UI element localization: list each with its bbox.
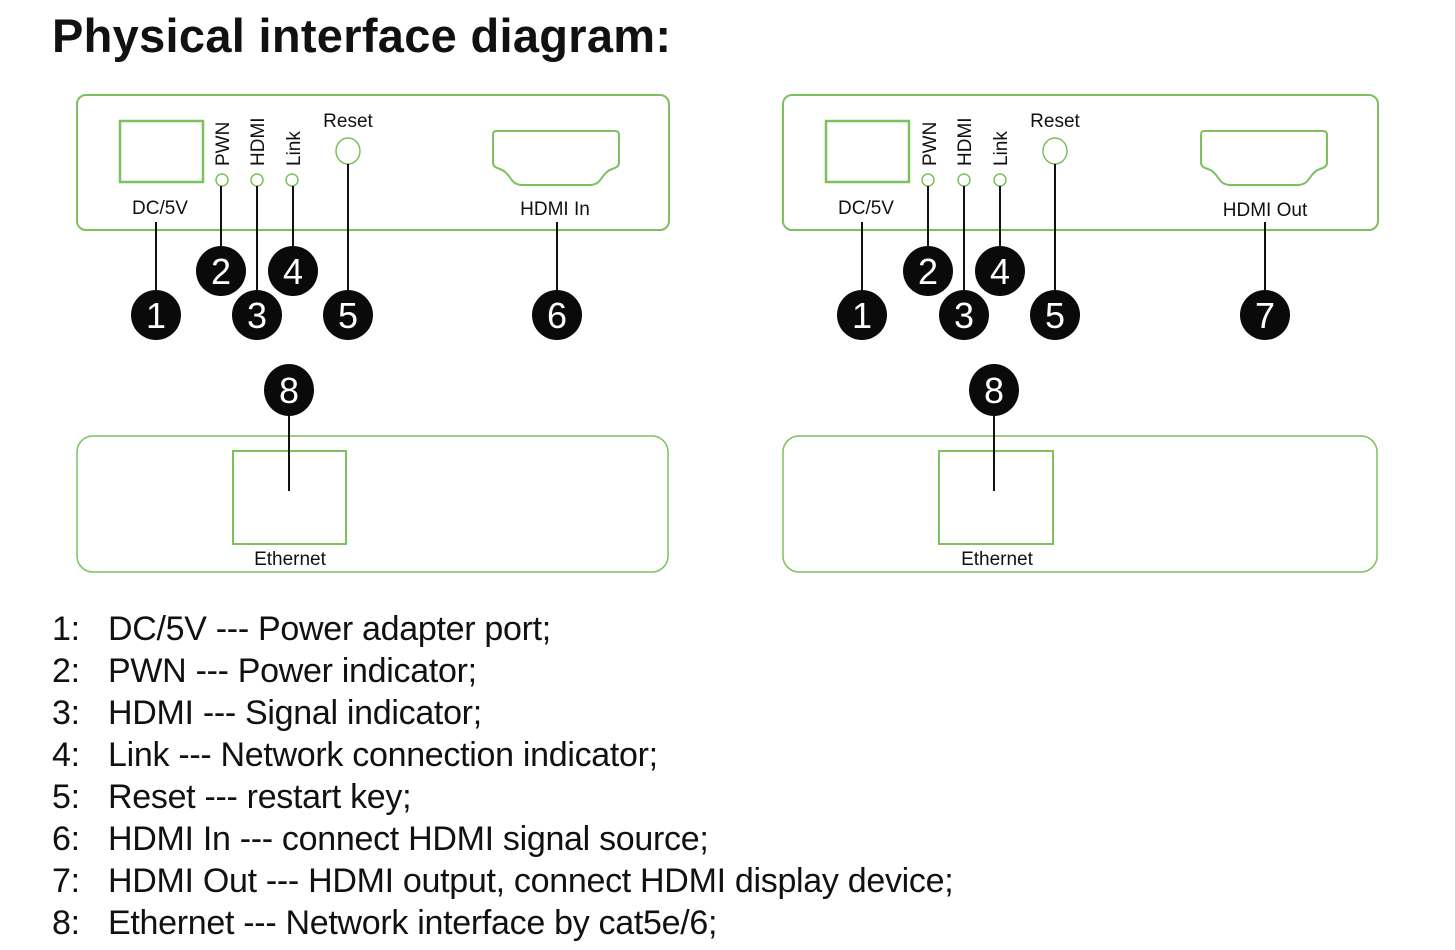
dc-power-port <box>118 119 205 184</box>
link-led-label: Link <box>991 131 1012 166</box>
pwn-led-icon <box>215 173 229 187</box>
callout-badge-1: 1 <box>837 290 887 340</box>
hdmi-led-label: HDMI <box>248 117 269 166</box>
hdmi-out-label: HDMI Out <box>1223 200 1308 221</box>
leader-lines <box>155 164 558 292</box>
callout-badge-4: 4 <box>268 246 318 296</box>
legend-item: 2: PWN --- Power indicator; <box>52 650 953 692</box>
legend-text: HDMI --- Signal indicator; <box>108 694 482 732</box>
svg-text:5: 5 <box>338 295 358 336</box>
callout-badge-2: 2 <box>903 246 953 296</box>
callout-badge-1: 1 <box>131 290 181 340</box>
legend-number: 5: <box>52 778 80 816</box>
legend-number: 2: <box>52 652 80 690</box>
ethernet-label: Ethernet <box>254 549 327 570</box>
panel-outline <box>782 435 1378 573</box>
callout-badge-8: 8 <box>264 364 314 416</box>
svg-text:4: 4 <box>990 251 1010 292</box>
hdmi-out-port-icon <box>1200 130 1328 186</box>
reset-button-icon <box>1042 137 1068 165</box>
legend-item: 8: Ethernet --- Network interface by cat5… <box>52 902 953 944</box>
svg-text:6: 6 <box>547 295 567 336</box>
legend-list: 1: DC/5V --- Power adapter port; 2: PWN --… <box>52 608 954 944</box>
legend-number: 7: <box>52 862 80 900</box>
reset-label: Reset <box>1030 111 1080 132</box>
callout-badge-6: 6 <box>532 290 582 340</box>
dc-port-label: DC/5V <box>838 198 894 219</box>
panel-outline <box>782 94 1379 231</box>
legend-item: 1: DC/5V --- Power adapter port; <box>52 608 953 650</box>
receiver-front-panel: DC/5V PWN HDMI Link Reset HDMI Out 1 2 3… <box>782 94 1379 340</box>
svg-text:4: 4 <box>283 251 303 292</box>
hdmi-in-label: HDMI In <box>520 199 590 220</box>
legend-number: 1: <box>52 610 80 648</box>
pwn-led-icon <box>921 173 935 187</box>
svg-text:3: 3 <box>247 295 267 336</box>
leader-lines <box>861 164 1266 292</box>
svg-text:8: 8 <box>984 370 1004 411</box>
dc-power-port <box>824 119 911 184</box>
legend-text: Reset --- restart key; <box>108 778 412 816</box>
receiver-back-panel: 8 Ethernet <box>782 364 1378 573</box>
legend-text: HDMI Out --- HDMI output, connect HDMI d… <box>108 862 954 900</box>
panel-outline <box>76 435 669 573</box>
legend-number: 8: <box>52 904 80 942</box>
link-led-label: Link <box>284 131 305 166</box>
svg-text:2: 2 <box>211 251 231 292</box>
legend-number: 4: <box>52 736 80 774</box>
dc-port-label: DC/5V <box>132 198 188 219</box>
svg-text:1: 1 <box>852 295 872 336</box>
ethernet-port-icon <box>938 450 1054 545</box>
interface-diagram: DC/5V PWN HDMI Link Reset HDMI In 1 2 3 … <box>76 94 1379 573</box>
hdmi-led-icon <box>957 173 971 187</box>
transmitter-front-panel: DC/5V PWN HDMI Link Reset HDMI In 1 2 3 … <box>76 94 670 340</box>
svg-text:8: 8 <box>279 370 299 411</box>
legend-item: 7: HDMI Out --- HDMI output, connect HDMI… <box>52 860 954 902</box>
panel-outline <box>76 94 670 231</box>
ethernet-label: Ethernet <box>961 549 1034 570</box>
reset-label: Reset <box>323 111 373 132</box>
svg-text:7: 7 <box>1255 295 1275 336</box>
reset-button-icon <box>335 137 361 165</box>
callout-badge-5: 5 <box>1030 290 1080 340</box>
svg-text:2: 2 <box>918 251 938 292</box>
pwn-led-label: PWN <box>920 122 941 166</box>
svg-text:3: 3 <box>954 295 974 336</box>
legend-item: 3: HDMI --- Signal indicator; <box>52 692 953 734</box>
callout-badge-8: 8 <box>969 364 1019 416</box>
callout-badge-3: 3 <box>939 290 989 340</box>
link-led-icon <box>285 173 299 187</box>
callout-badge-5: 5 <box>323 290 373 340</box>
link-led-icon <box>993 173 1007 187</box>
legend-number: 3: <box>52 694 80 732</box>
page-title: Physical interface diagram: <box>52 9 672 62</box>
legend-item: 5: Reset --- restart key; <box>52 776 953 818</box>
transmitter-back-panel: 8 Ethernet <box>76 364 669 573</box>
legend-text: Link --- Network connection indicator; <box>108 736 658 774</box>
callout-badge-3: 3 <box>232 290 282 340</box>
hdmi-in-port-icon <box>492 130 620 186</box>
hdmi-led-icon <box>250 173 264 187</box>
legend-item: 6: HDMI In --- connect HDMI signal source… <box>52 818 953 860</box>
svg-text:5: 5 <box>1045 295 1065 336</box>
legend-text: HDMI In --- connect HDMI signal source; <box>108 820 709 858</box>
legend-item: 4: Link --- Network connection indicator; <box>52 734 953 776</box>
svg-text:1: 1 <box>146 295 166 336</box>
callout-badge-7: 7 <box>1240 290 1290 340</box>
legend-text: DC/5V --- Power adapter port; <box>108 610 551 648</box>
callout-badge-2: 2 <box>196 246 246 296</box>
legend-text: Ethernet --- Network interface by cat5e/… <box>108 904 718 942</box>
legend-number: 6: <box>52 820 80 858</box>
callout-badge-4: 4 <box>975 246 1025 296</box>
hdmi-led-label: HDMI <box>955 117 976 166</box>
pwn-led-label: PWN <box>213 122 234 166</box>
legend-text: PWN --- Power indicator; <box>108 652 477 690</box>
